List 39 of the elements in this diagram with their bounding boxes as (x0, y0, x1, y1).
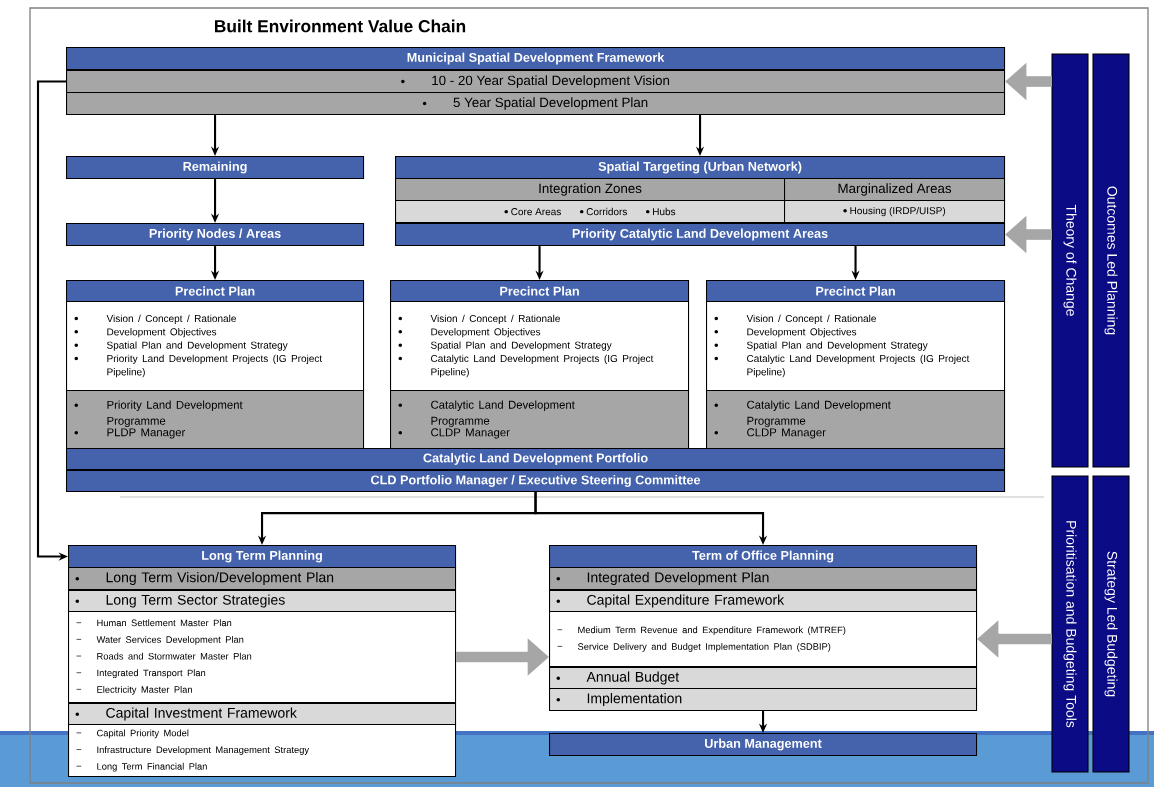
header-bar: Municipal Spatial Development Framework (66, 47, 1006, 71)
header-bar: Urban Management (549, 733, 978, 757)
header-bar: Term of Office Planning (549, 545, 978, 569)
list-box: Capital Priority Model Infrastructure Development Management Strategy Long Term Financial Plan (68, 724, 457, 778)
header-bar: CLD Portfolio Manager / Executive Steering Committee (66, 470, 1006, 493)
header-bar: Precinct Plan (390, 280, 690, 303)
header-bar: Precinct Plan (66, 280, 365, 303)
vertical-banner: Prioritisation and Budgeting Tools (1051, 475, 1089, 773)
vertical-banner: Theory of Change (1051, 53, 1089, 468)
list-box: Medium Term Revenue and Expenditure Framework (MTREF) Service Delivery and Budget Implementation Plan (SDBIP) (549, 611, 978, 668)
header-bar: Spatial Targeting (Urban Network) (395, 156, 1006, 180)
vertical-banner: Strategy Led Budgeting (1092, 475, 1130, 773)
list-row: Long Term Vision/Development Plan (68, 567, 457, 591)
list-row: Implementation (549, 688, 978, 712)
list-row: Capital Expenditure Framework (549, 590, 978, 613)
header-bar: Catalytic Land Development Portfolio (66, 448, 1006, 471)
list-box: Vision / Concept / Rationale Development Objectives Spatial Plan and Development Strategy Catalytic Land Development Projects (IG Project Pipeline) (390, 301, 690, 392)
vertical-banner: Outcomes Led Planning (1092, 53, 1130, 468)
title: Built Environment Value Chain (215, 19, 466, 33)
column-header: Marginalized Areas (784, 178, 1006, 202)
list-box: Priority Land Development Programme PLDP Manager (66, 390, 365, 450)
list-row: Annual Budget (549, 667, 978, 690)
list-box: Vision / Concept / Rationale Development Objectives Spatial Plan and Development Strategy Catalytic Land Development Projects (IG Project Pipeline) (706, 301, 1006, 392)
header-bar: Precinct Plan (706, 280, 1006, 303)
list-row: Core Areas Corridors Hubs (395, 200, 786, 224)
list-row: Long Term Sector Strategies (68, 590, 457, 613)
list-box: Vision / Concept / Rationale Development Objectives Spatial Plan and Development Strategy Priority Land Development Projects (IG Project Pipeline) (66, 301, 365, 392)
list-row: 5 Year Spatial Development Plan (66, 92, 1006, 116)
list-row: Housing (IRDP/UISP) (784, 200, 1006, 224)
header-bar: Priority Catalytic Land Development Areas (395, 223, 1006, 247)
list-row: Capital Investment Framework (68, 703, 457, 726)
list-box: Catalytic Land Development Programme CLDP Manager (706, 390, 1006, 450)
column-header: Integration Zones (395, 178, 786, 202)
list-box: Human Settlement Master Plan Water Services Development Plan Roads and Stormwater Master Plan Integrated Transport Plan Electricity Master Plan (68, 611, 457, 704)
list-row: Integrated Development Plan (549, 567, 978, 591)
header-bar: Priority Nodes / Areas (66, 223, 365, 247)
header-bar: Remaining (66, 156, 365, 180)
list-box: Catalytic Land Development Programme CLDP Manager (390, 390, 690, 450)
header-bar: Long Term Planning (68, 545, 457, 569)
